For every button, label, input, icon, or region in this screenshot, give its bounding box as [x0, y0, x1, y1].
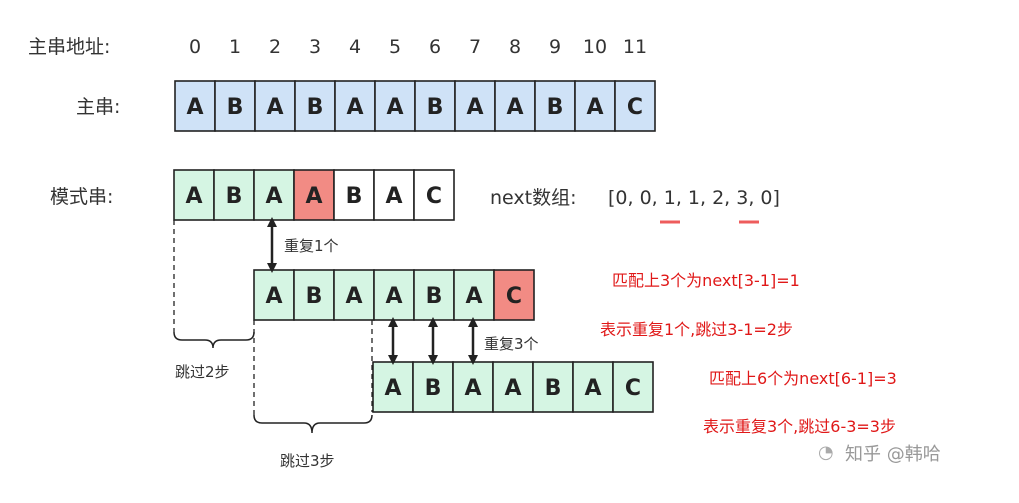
pattern-row-2-letter: A: [345, 284, 362, 309]
pattern-row-2-cell: [333, 269, 375, 321]
address-number: 11: [623, 36, 647, 58]
skip2-label: 跳过2步: [175, 363, 230, 381]
main-string-letter: A: [266, 95, 283, 120]
address-label: 主串地址:: [28, 36, 110, 58]
main-string-letter: A: [386, 95, 403, 120]
pattern-row-3-letter: A: [504, 376, 521, 401]
pattern-row-1-cell: [173, 169, 215, 221]
pattern-row-3-letter: B: [545, 376, 562, 401]
pattern-row-3-letter: A: [584, 376, 601, 401]
pattern-row-1-letter: B: [226, 184, 243, 209]
pattern-row-2-letter: B: [306, 284, 323, 309]
pattern-row-2-letter: A: [265, 284, 282, 309]
pattern-row-3-cell: [612, 361, 654, 413]
address-number: 5: [389, 36, 401, 58]
main-string-letter: A: [586, 95, 603, 120]
pattern-row-1-cell: [413, 169, 455, 221]
pattern-row-1-cell: [333, 169, 375, 221]
pattern-row-3-letter: A: [464, 376, 481, 401]
next-array-values: [0, 0, 1, 1, 2, 3, 0]: [608, 187, 780, 209]
red-note-3: 匹配上6个为next[6-1]=3: [709, 369, 897, 388]
main-string-cell: [534, 80, 576, 132]
address-number: 1: [229, 36, 241, 58]
red-note-2: 表示重复1个,跳过3-1=2步: [600, 320, 793, 339]
main-string-letter: C: [627, 95, 643, 120]
pattern-row-3-letter: A: [384, 376, 401, 401]
repeat3-label: 重复3个: [484, 335, 539, 353]
pattern-row-3-cell: [412, 361, 454, 413]
address-number: 2: [269, 36, 281, 58]
pattern-row-2-cell: [373, 269, 415, 321]
address-number: 6: [429, 36, 441, 58]
main-string-letter: A: [186, 95, 203, 120]
main-string-cell: [334, 80, 376, 132]
address-number: 8: [509, 36, 521, 58]
pattern-row-2-cell: [493, 269, 535, 321]
pattern-row-2-cell: [293, 269, 335, 321]
pattern-row-1-cell: [213, 169, 255, 221]
pattern-row-2-letter: C: [506, 284, 522, 309]
address-number: 7: [469, 36, 481, 58]
main-string-letter: A: [506, 95, 523, 120]
watermark-text: 知乎 @韩哈: [845, 444, 941, 465]
main-string-letter: A: [346, 95, 363, 120]
pattern-row-3-letter: C: [625, 376, 641, 401]
pattern-row-3-cell: [452, 361, 494, 413]
repeat1-label: 重复1个: [284, 237, 339, 255]
main-string-cell: [614, 80, 656, 132]
pattern-row-2-letter: A: [465, 284, 482, 309]
pattern-row-1-letter: A: [305, 184, 322, 209]
brace-skip3: [253, 414, 373, 434]
main-string-cell: [414, 80, 456, 132]
main-string-letter: A: [466, 95, 483, 120]
main-string-cell: [254, 80, 296, 132]
brace-skip2: [173, 331, 255, 349]
pattern-row-1-letter: A: [265, 184, 282, 209]
main-string-cell: [214, 80, 256, 132]
pattern-row-3-cell: [372, 361, 414, 413]
address-number: 0: [189, 36, 201, 58]
next-array-label: next数组:: [490, 187, 577, 209]
main-string-cell: [374, 80, 416, 132]
main-string-letter: B: [547, 95, 564, 120]
main-string-cell: [174, 80, 216, 132]
pattern-row-3-letter: B: [425, 376, 442, 401]
pattern-row-1-letter: A: [385, 184, 402, 209]
main-string-letter: B: [427, 95, 444, 120]
wechat-icon: ◔: [818, 442, 834, 463]
pattern-row-2-cell: [253, 269, 295, 321]
pattern-row-2-letter: A: [385, 284, 402, 309]
address-number: 9: [549, 36, 561, 58]
pattern-row-1-letter: B: [346, 184, 363, 209]
pattern-row-1-letter: A: [185, 184, 202, 209]
address-number: 3: [309, 36, 321, 58]
address-numbers: 0 1 2 3 4 5 6 7 8 9 10 11: [189, 36, 647, 58]
main-string-letter: B: [307, 95, 324, 120]
pattern-row-2-letter: B: [426, 284, 443, 309]
address-number: 4: [349, 36, 361, 58]
red-note-4: 表示重复3个,跳过6-3=3步: [703, 417, 896, 436]
main-string-cell: [454, 80, 496, 132]
main-string-cell: [494, 80, 536, 132]
main-string-letter: B: [227, 95, 244, 120]
red-note-1: 匹配上3个为next[3-1]=1: [612, 271, 800, 290]
pattern-row-1-cell: [293, 169, 335, 221]
pattern-label: 模式串:: [50, 186, 113, 208]
address-number: 10: [583, 36, 607, 58]
main-string-label: 主串:: [76, 96, 120, 118]
skip3-label: 跳过3步: [280, 452, 335, 470]
pattern-row-3-cell: [532, 361, 574, 413]
pattern-row-1-letter: C: [426, 184, 442, 209]
